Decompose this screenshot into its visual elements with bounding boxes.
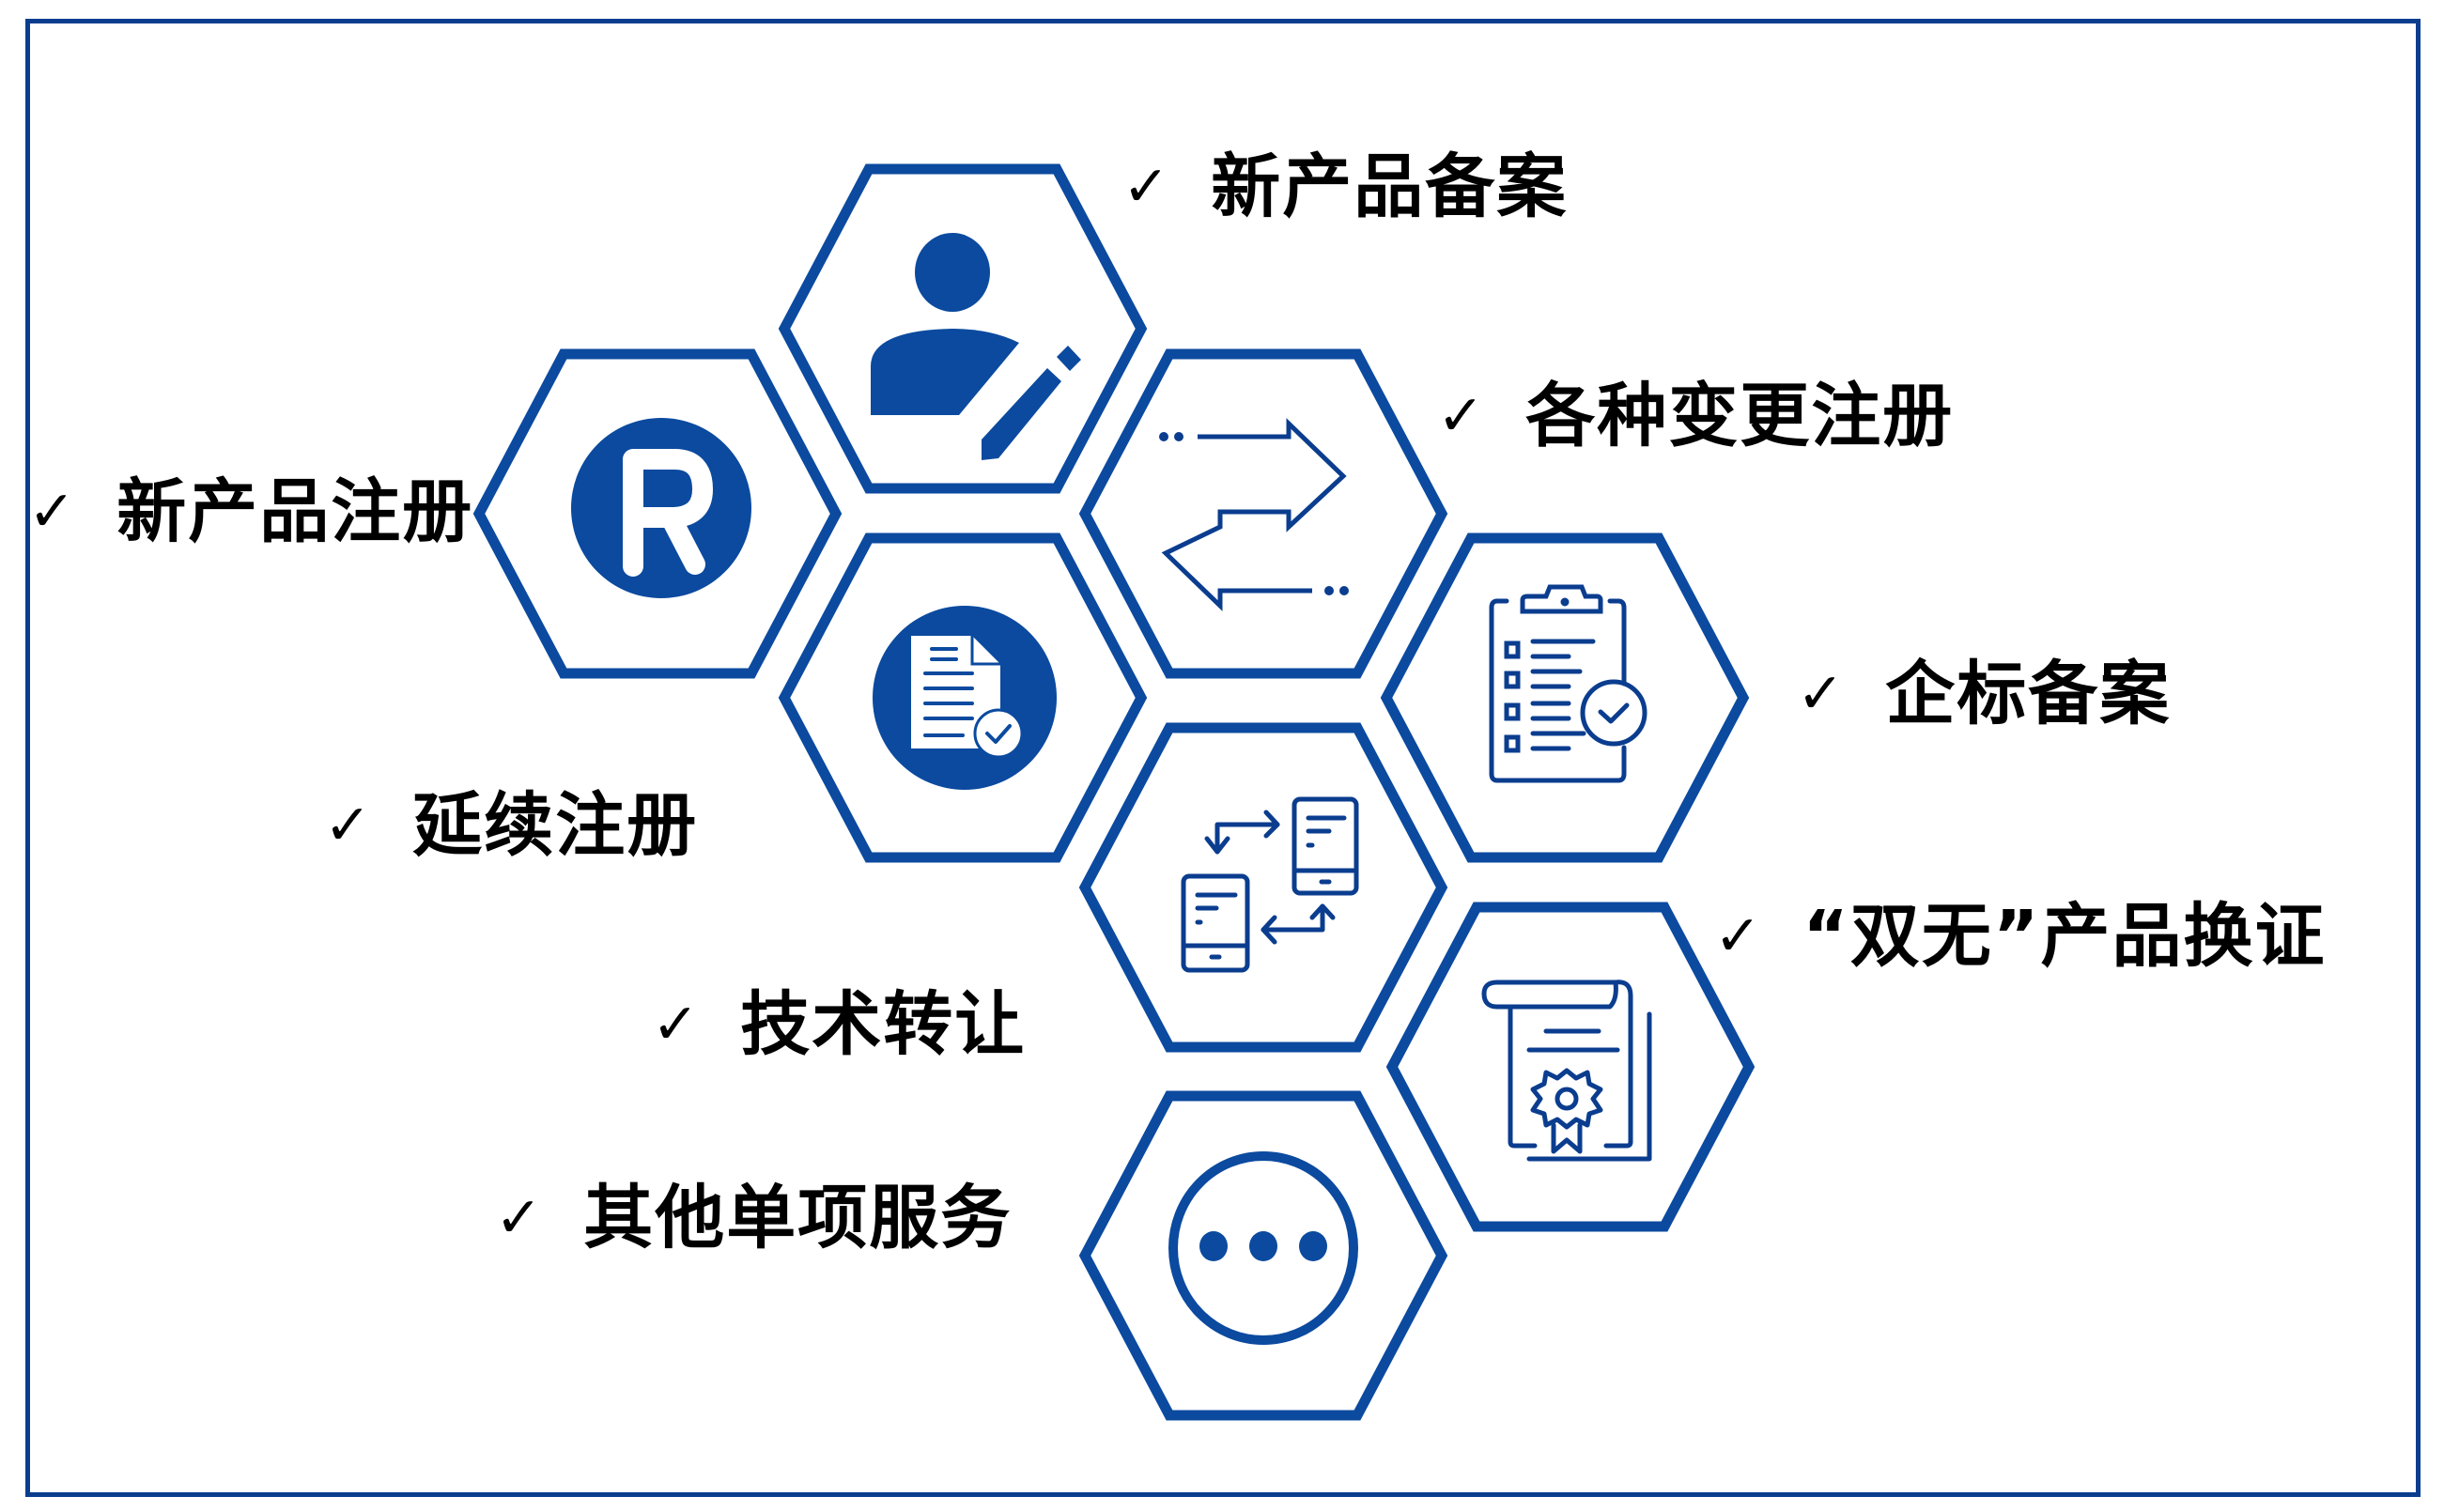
clipboard-checklist-icon (1489, 584, 1647, 783)
hexagon-change-registration[interactable] (1085, 354, 1442, 673)
check-icon: ✓ (1122, 154, 1172, 220)
hexagon-other-services[interactable] (1085, 1096, 1442, 1415)
label-technology-transfer: ✓ 技术转让 (652, 990, 1026, 1059)
device-transfer-icon (1181, 796, 1359, 973)
label-new-product-registration: ✓ 新产品注册 (28, 477, 473, 547)
hexagon-renewal-registration[interactable] (784, 538, 1141, 857)
hexagon-standard-filing[interactable] (1386, 538, 1743, 857)
label-new-product-filing: ✓ 新产品备案 (1122, 152, 1568, 222)
registered-r-icon (571, 418, 751, 598)
label-change-registration: ✓ 各种变更注册 (1437, 381, 1954, 451)
label-text: 延续注册 (412, 785, 699, 866)
outer-frame (25, 19, 2421, 1497)
hexagon-new-product-filing[interactable] (784, 169, 1141, 488)
check-icon: ✓ (1797, 661, 1847, 727)
hexagon-new-product-registration[interactable] (479, 354, 836, 673)
label-text: “双无”产品换证 (1802, 896, 2327, 977)
check-icon: ✓ (652, 992, 702, 1057)
check-icon: ✓ (28, 479, 78, 545)
label-text: 企标备案 (1885, 654, 2172, 734)
label-other-services: ✓ 其他单项服务 (495, 1183, 1012, 1253)
check-icon: ✓ (1437, 383, 1487, 449)
check-icon: ✓ (1714, 903, 1764, 969)
user-edit-icon (871, 233, 1081, 460)
label-text: 新产品注册 (116, 471, 474, 552)
hexagon-technology-transfer[interactable] (1085, 728, 1442, 1047)
label-text: 新产品备案 (1211, 147, 1569, 227)
document-check-icon (873, 606, 1057, 790)
label-text: 各种变更注册 (1525, 376, 1955, 456)
check-icon: ✓ (324, 793, 374, 858)
label-certificate-replacement: ✓ “双无”产品换证 (1714, 902, 2327, 971)
certificate-icon (1481, 980, 1652, 1162)
label-renewal-registration: ✓ 延续注册 (324, 791, 698, 860)
label-text: 技术转让 (740, 984, 1027, 1065)
more-dots-icon (1168, 1151, 1358, 1345)
label-standard-filing: ✓ 企标备案 (1797, 659, 2171, 729)
check-icon: ✓ (495, 1185, 545, 1251)
hexagon-certificate-replacement[interactable] (1392, 907, 1749, 1227)
label-text: 其他单项服务 (583, 1178, 1013, 1258)
swap-arrows-icon (1159, 418, 1349, 611)
